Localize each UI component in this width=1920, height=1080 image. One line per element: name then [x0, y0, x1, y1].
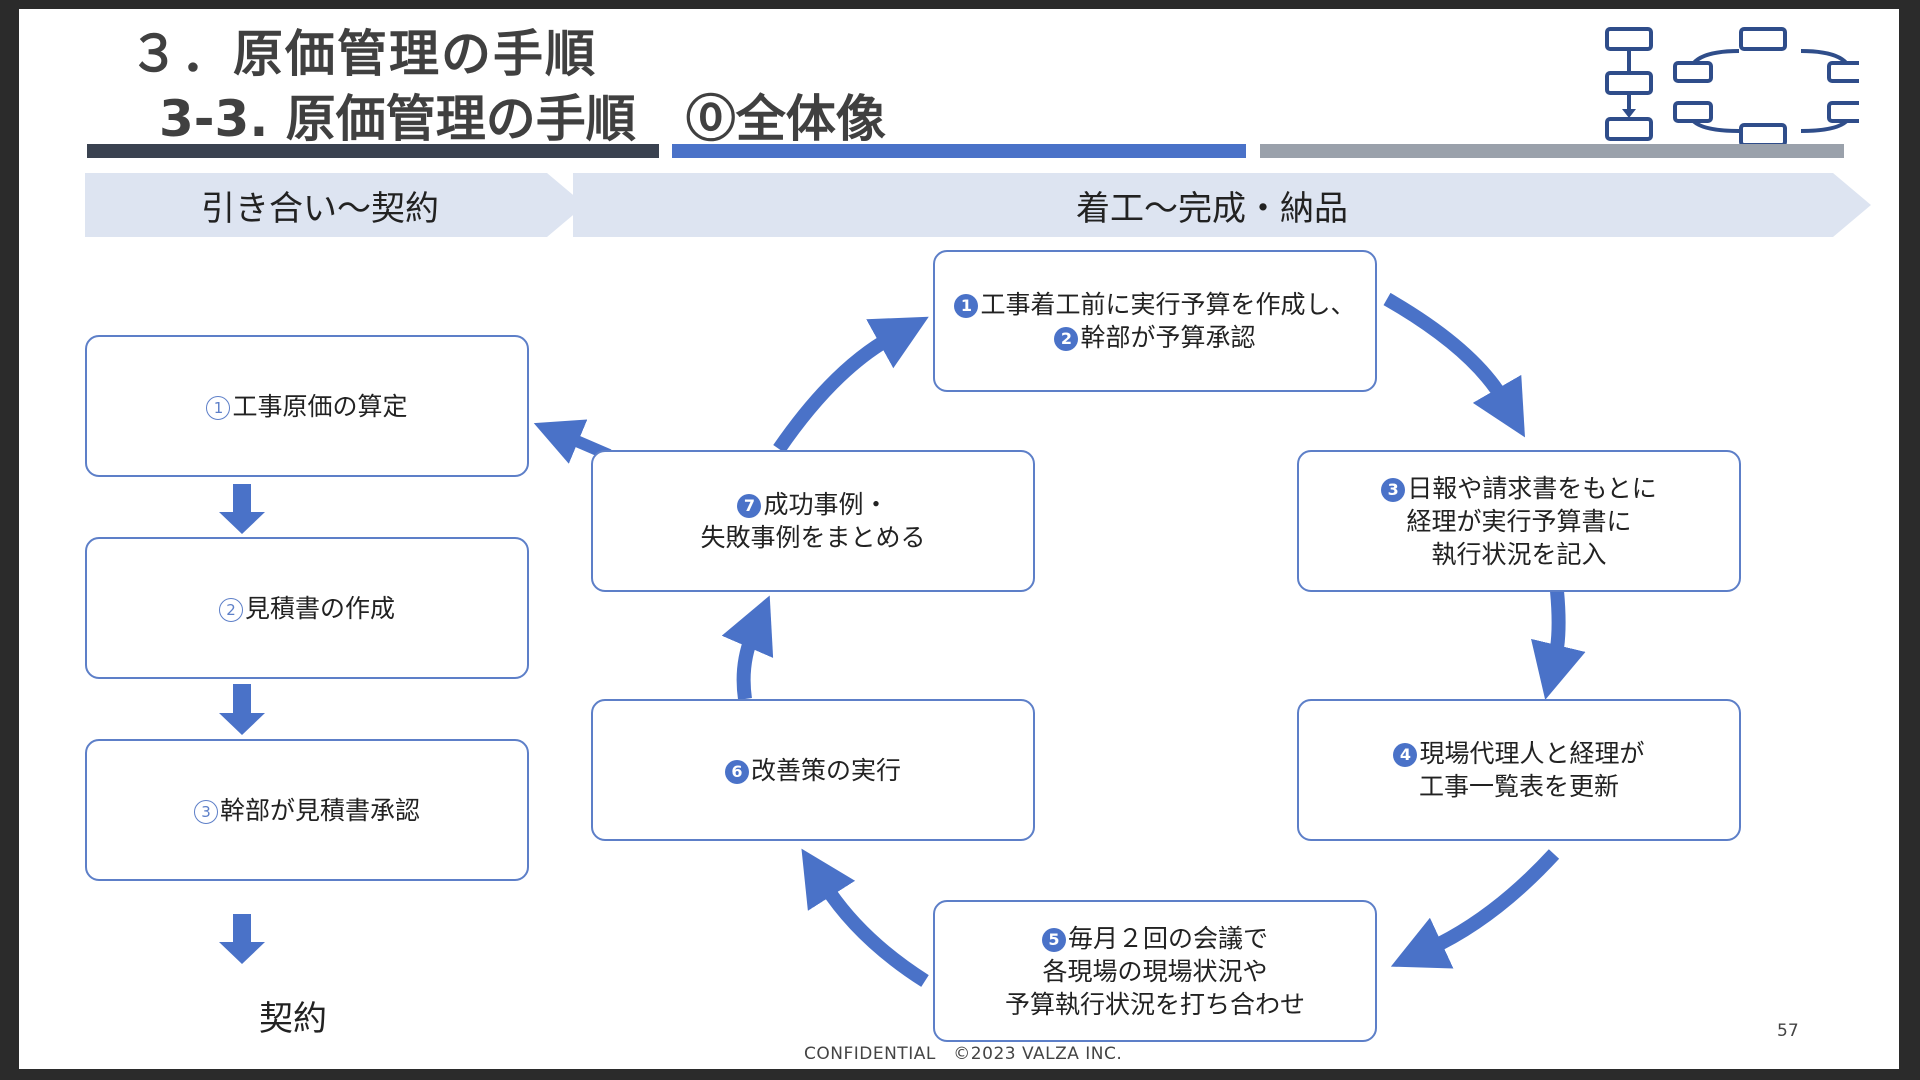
- phase-header-construction-delivery: 着工～完成・納品: [573, 173, 1871, 237]
- step-number-badge: 2: [1054, 327, 1079, 351]
- left-step-3-text: 幹部が見積書承認: [219, 795, 420, 825]
- cycle-diagram-icon: [1673, 27, 1859, 146]
- confidential-footer: CONFIDENTIAL ©2023 VALZA INC.: [804, 1044, 1123, 1064]
- header-icons: [1605, 27, 1859, 146]
- section-title: ３．原価管理の手順: [129, 25, 597, 83]
- cycle-step-text: 幹部が予算承認: [1080, 323, 1256, 352]
- cycle-step-text: 現場代理人と経理が: [1419, 739, 1645, 768]
- step-number-circle: 2: [218, 597, 243, 622]
- cycle-step-text: 日報や請求書をもとに: [1407, 473, 1657, 503]
- contract-label: 契約: [259, 999, 327, 1039]
- step-number-circle: 1: [206, 395, 231, 420]
- cycle-step-text: 毎月２回の会議で: [1067, 923, 1268, 953]
- down-arrow: [219, 484, 265, 534]
- phase-header-inquiry-contract: 引き合い～契約: [85, 173, 585, 237]
- title-rule-gray: [1260, 144, 1844, 158]
- step-number-badge: 4: [1393, 743, 1418, 767]
- arrow-6-to-7: [721, 595, 774, 700]
- cycle-step-text: 改善策の実行: [750, 755, 901, 785]
- slide: ３．原価管理の手順 3-3. 原価管理の手順 ⓪全体像 引き合い～契約 着工～完…: [19, 9, 1899, 1069]
- flowchart-icon: [1605, 27, 1653, 141]
- step-number-badge: 1: [954, 294, 979, 318]
- cycle-step-text: 執行状況を記入: [1431, 539, 1607, 569]
- down-arrow: [219, 914, 265, 964]
- step-number-circle: 3: [193, 799, 218, 824]
- cycle-step-text: 経理が実行予算書に: [1406, 506, 1632, 536]
- page-title: 3-3. 原価管理の手順 ⓪全体像: [159, 90, 886, 148]
- cycle-arrows: [533, 292, 1586, 987]
- down-arrow: [219, 684, 265, 735]
- cycle-step-text: 成功事例・: [763, 490, 889, 519]
- cycle-step-text: 失敗事例をまとめる: [700, 523, 926, 552]
- cycle-step-text: 工事一覧表を更新: [1418, 772, 1619, 801]
- page-number: 57: [1777, 1021, 1799, 1041]
- flow-arrows: [219, 292, 1586, 987]
- arrow-5-to-6: [801, 848, 929, 987]
- step-number-badge: 6: [724, 759, 749, 784]
- title-rule-dark: [87, 144, 659, 158]
- step-number-badge: 3: [1381, 477, 1406, 502]
- left-step-1-text: 工事原価の算定: [232, 391, 408, 421]
- down-arrows-left: [219, 484, 265, 964]
- arrow-7-to-1: [773, 316, 929, 453]
- arrow-1-to-3: [1383, 292, 1526, 438]
- left-step-2-text: 見積書の作成: [244, 593, 395, 623]
- cycle-step-text: 工事着工前に実行予算を作成し、: [980, 290, 1356, 319]
- step-number-badge: 5: [1041, 927, 1066, 952]
- cycle-step-text: 予算執行状況を打ち合わせ: [1004, 989, 1305, 1019]
- step-number-badge: 7: [737, 494, 762, 518]
- arrow-3-to-4: [1531, 590, 1586, 700]
- title-rule-blue: [672, 144, 1246, 158]
- cycle-step-text: 各現場の現場状況や: [1042, 956, 1268, 986]
- arrow-4-to-5: [1390, 849, 1560, 969]
